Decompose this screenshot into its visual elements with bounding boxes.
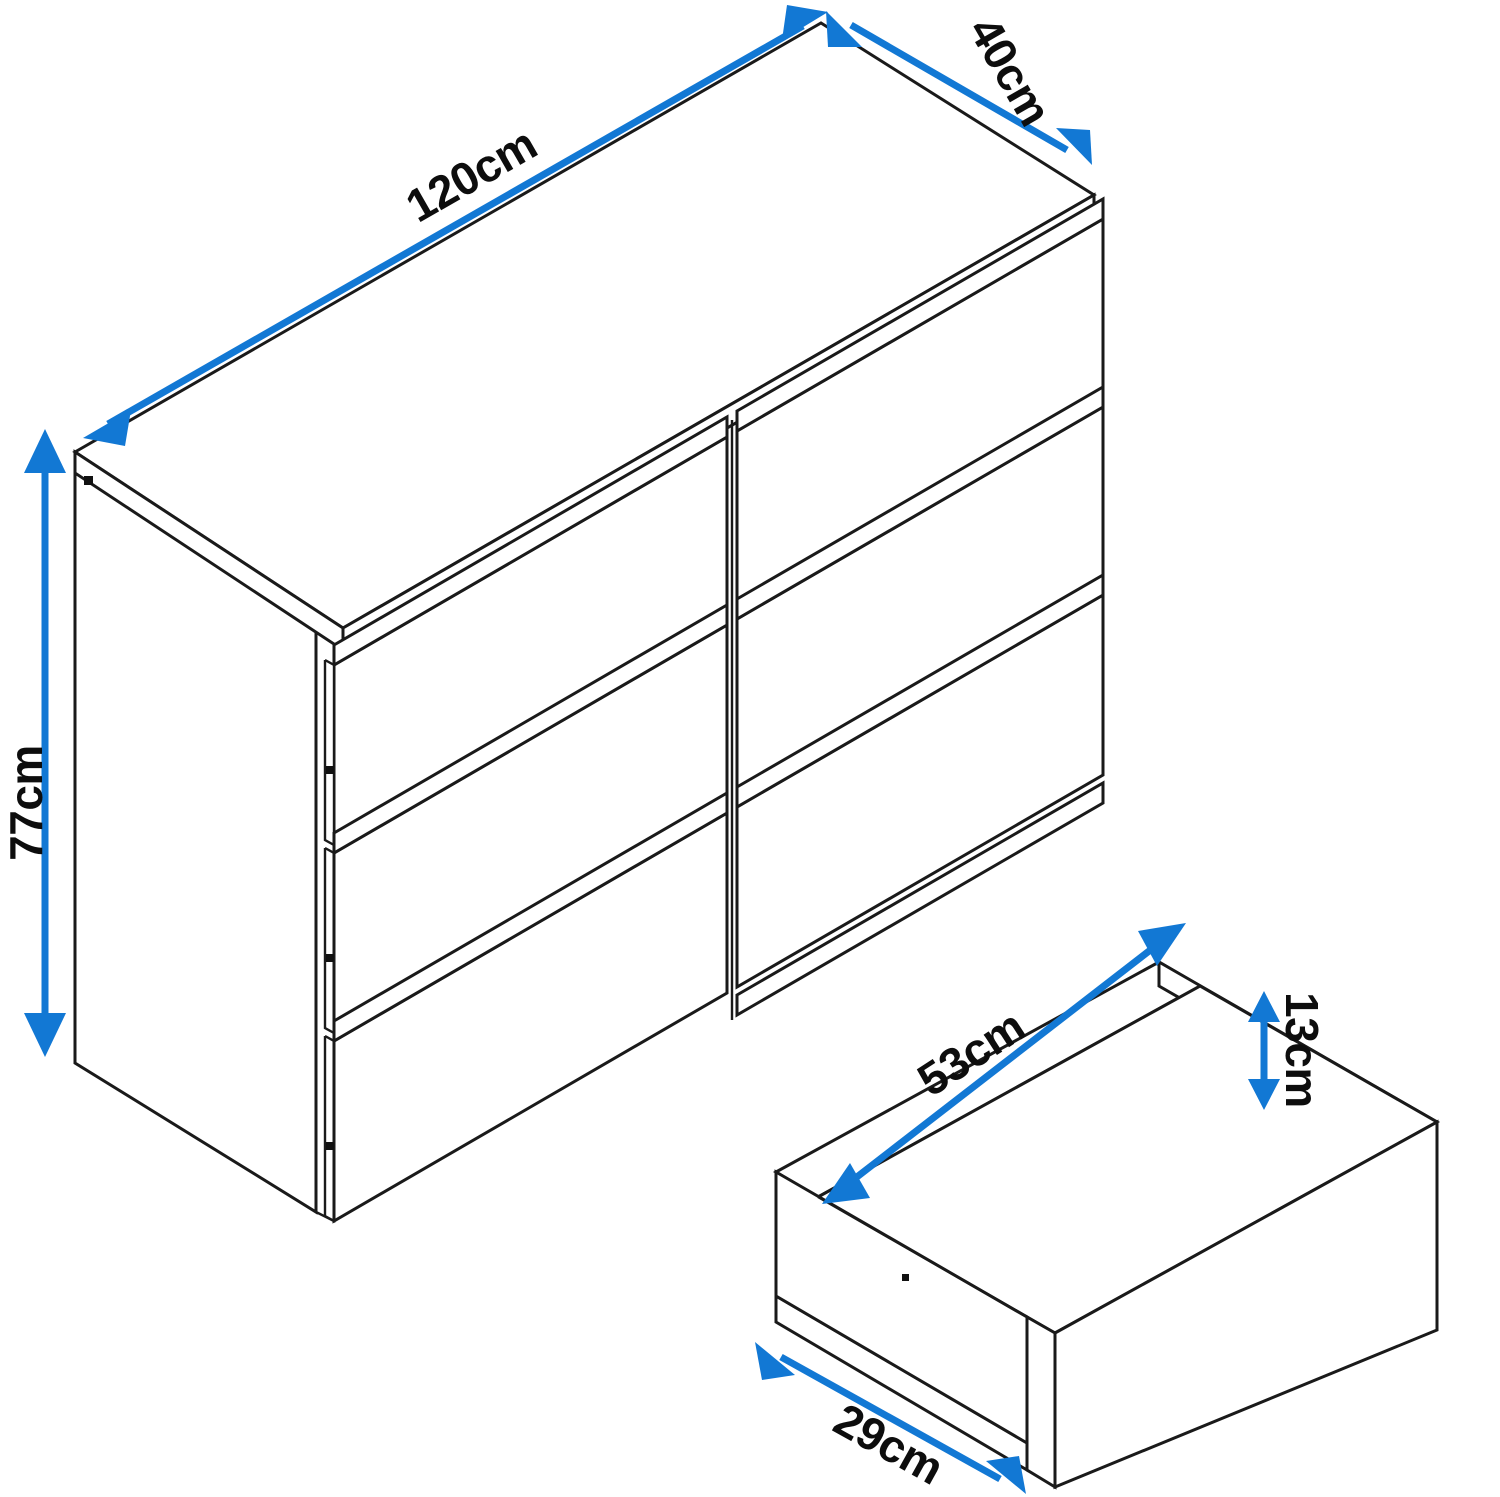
drawer-groove-left-top	[332, 414, 729, 668]
drawer-groove-right-middle	[735, 384, 1105, 622]
dimension-77cm: 77cm	[0, 429, 66, 1057]
drawer-near-rim-line	[817, 1195, 1056, 1335]
drawer-left-edge-left-top	[325, 660, 334, 845]
dim-40cm-line	[849, 21, 1069, 154]
cabinet-bottom-plinth	[735, 780, 1105, 1018]
drawer-groove-left-middle	[332, 602, 729, 856]
chest-of-drawers	[72, 21, 1105, 1224]
dim-53cm-arrow-start	[822, 1163, 870, 1204]
single-drawer-box	[772, 959, 1441, 1490]
dim-40cm-arrow-end	[1056, 128, 1092, 165]
dim-40cm-arrow-start	[826, 11, 862, 47]
dim-120cm-line	[106, 22, 805, 428]
dim-13cm-label: 13cm	[1276, 992, 1328, 1108]
dim-29cm-arrow-start	[755, 1342, 795, 1380]
cabinet-top-corner-tick	[84, 476, 93, 485]
dimension-13cm: 13cm	[1248, 991, 1328, 1110]
dim-13cm-arrow-bottom	[1248, 1079, 1280, 1110]
dim-53cm-arrow-end	[1138, 923, 1186, 966]
drawer-edge-tick-middle	[326, 954, 334, 962]
dim-40cm-label: 40cm	[959, 8, 1062, 134]
drawer-edge-tick-top	[326, 766, 334, 774]
dim-77cm-arrow-bottom	[24, 1013, 66, 1057]
drawer-groove-right-top	[735, 196, 1105, 434]
dim-29cm-line	[779, 1353, 1002, 1483]
drawer-front-panel-edge	[1025, 1314, 1057, 1490]
drawer-groove-left-bottom	[332, 790, 729, 1044]
drawer-wall-tick	[902, 1274, 909, 1281]
drawer-groove-right-bottom	[735, 572, 1105, 810]
drawer-edge-tick-bottom	[326, 1142, 334, 1150]
dim-77cm-arrow-top	[24, 429, 66, 473]
dim-77cm-label: 77cm	[0, 745, 52, 861]
dim-53cm-line	[850, 945, 1156, 1183]
cabinet-bottom-edge-left	[315, 1210, 335, 1223]
dim-13cm-arrow-top	[1248, 991, 1280, 1022]
dim-120cm-arrow-end	[782, 5, 828, 40]
dim-29cm-arrow-end	[986, 1456, 1026, 1494]
dim-120cm-arrow-start	[83, 410, 131, 446]
